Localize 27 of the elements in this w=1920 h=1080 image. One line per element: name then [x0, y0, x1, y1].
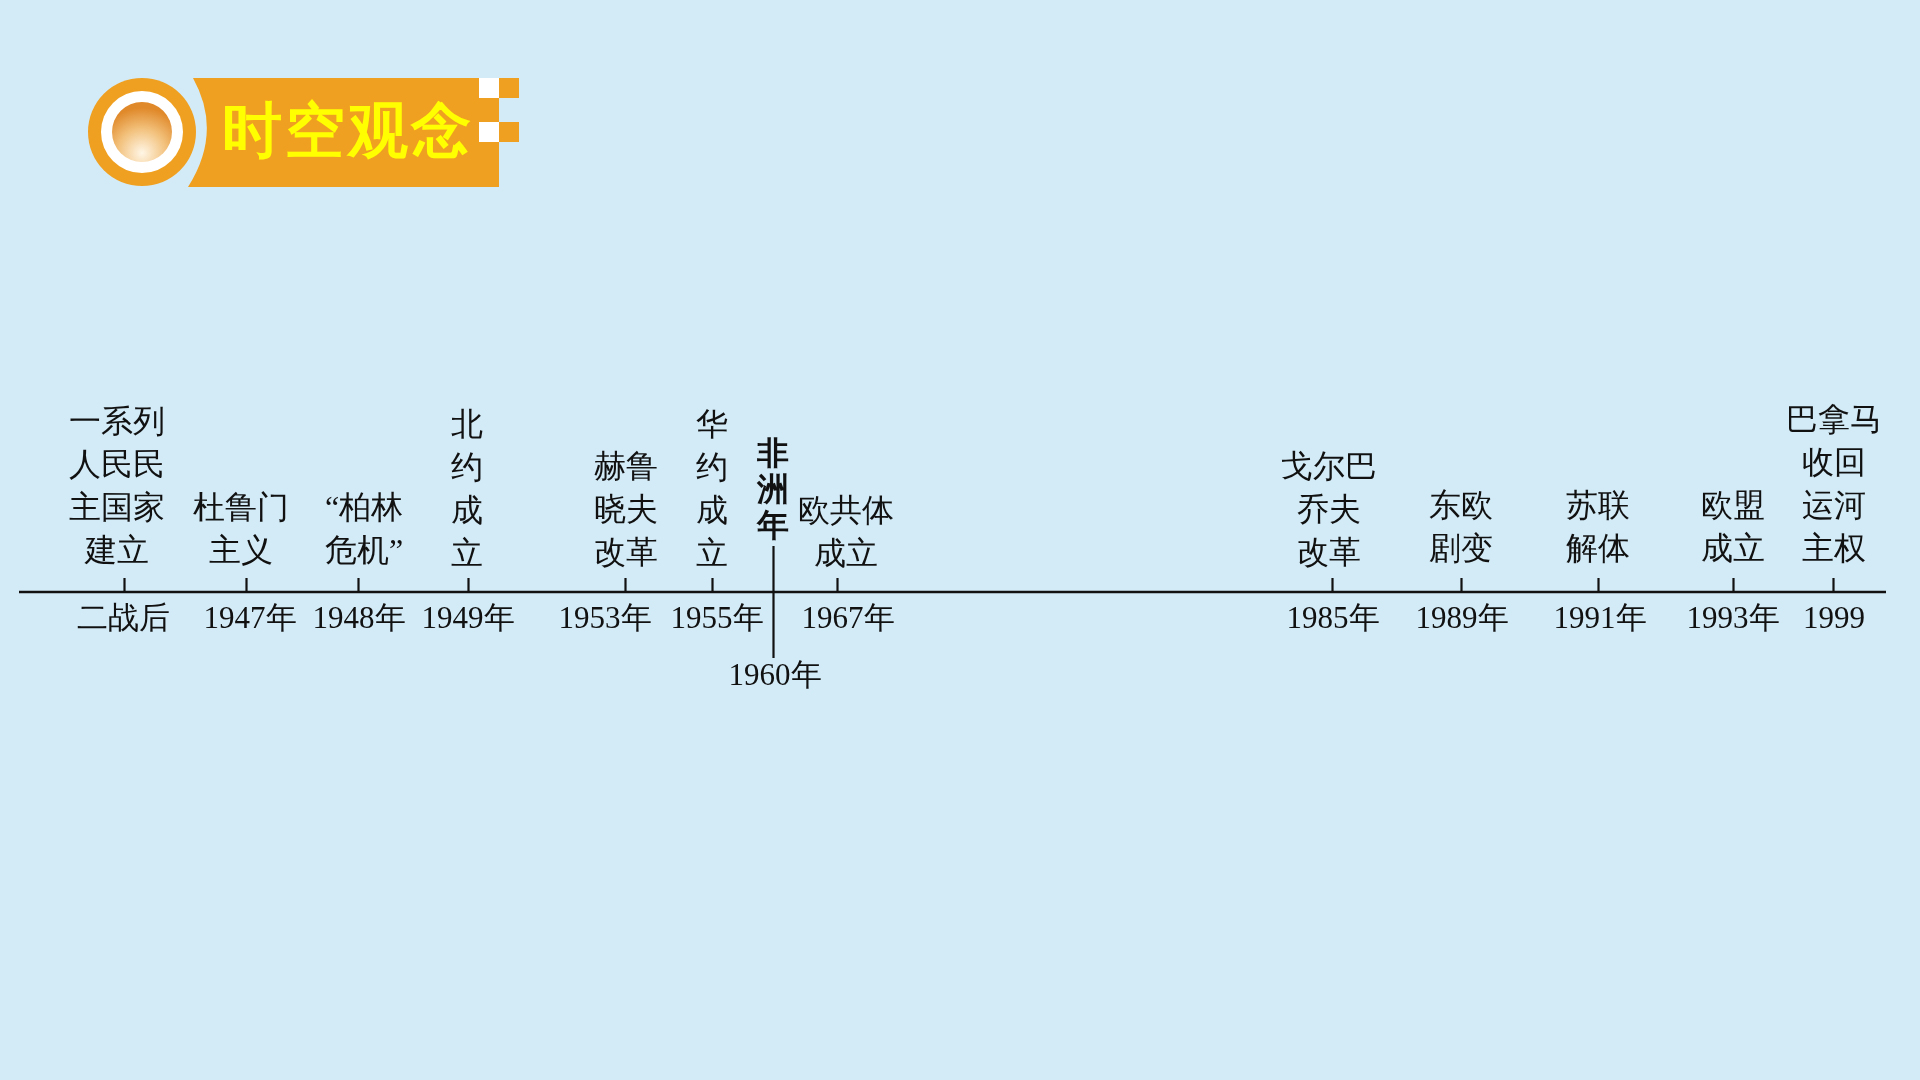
event-label: 赫鲁晓夫改革	[594, 447, 658, 572]
event-label: 欧共体成立	[798, 491, 894, 573]
event-label: 非洲年	[757, 435, 789, 543]
year-label: 1947年	[203, 600, 297, 636]
year-label: 1955年	[670, 600, 764, 636]
year-label: 1999	[1803, 600, 1865, 636]
year-label: 1985年	[1286, 600, 1380, 636]
year-label: 1989年	[1415, 600, 1509, 636]
event-label: 东欧剧变	[1429, 486, 1493, 568]
year-label: 1993年	[1686, 600, 1780, 636]
year-label: 二战后	[76, 600, 170, 636]
year-label: 1948年	[312, 600, 406, 636]
event-label: 巴拿马收回运河主权	[1786, 400, 1882, 568]
year-label: 1953年	[558, 600, 652, 636]
event-label: 北约成立	[451, 405, 483, 573]
event-label: 欧盟成立	[1701, 486, 1765, 568]
event-label: “柏林危机”	[325, 488, 404, 570]
event-label: 一系列人民民主国家建立	[69, 402, 165, 570]
year-label: 1949年	[421, 600, 515, 636]
event-label: 华约成立	[696, 405, 728, 573]
event-label: 苏联解体	[1566, 486, 1630, 568]
title-banner: 时空观念	[188, 78, 519, 187]
year-label: 1967年	[801, 600, 895, 636]
event-label: 戈尔巴乔夫改革	[1281, 447, 1377, 572]
year-label: 1960年	[728, 657, 822, 693]
event-label: 杜鲁门主义	[193, 488, 289, 570]
year-label: 1991年	[1553, 600, 1647, 636]
